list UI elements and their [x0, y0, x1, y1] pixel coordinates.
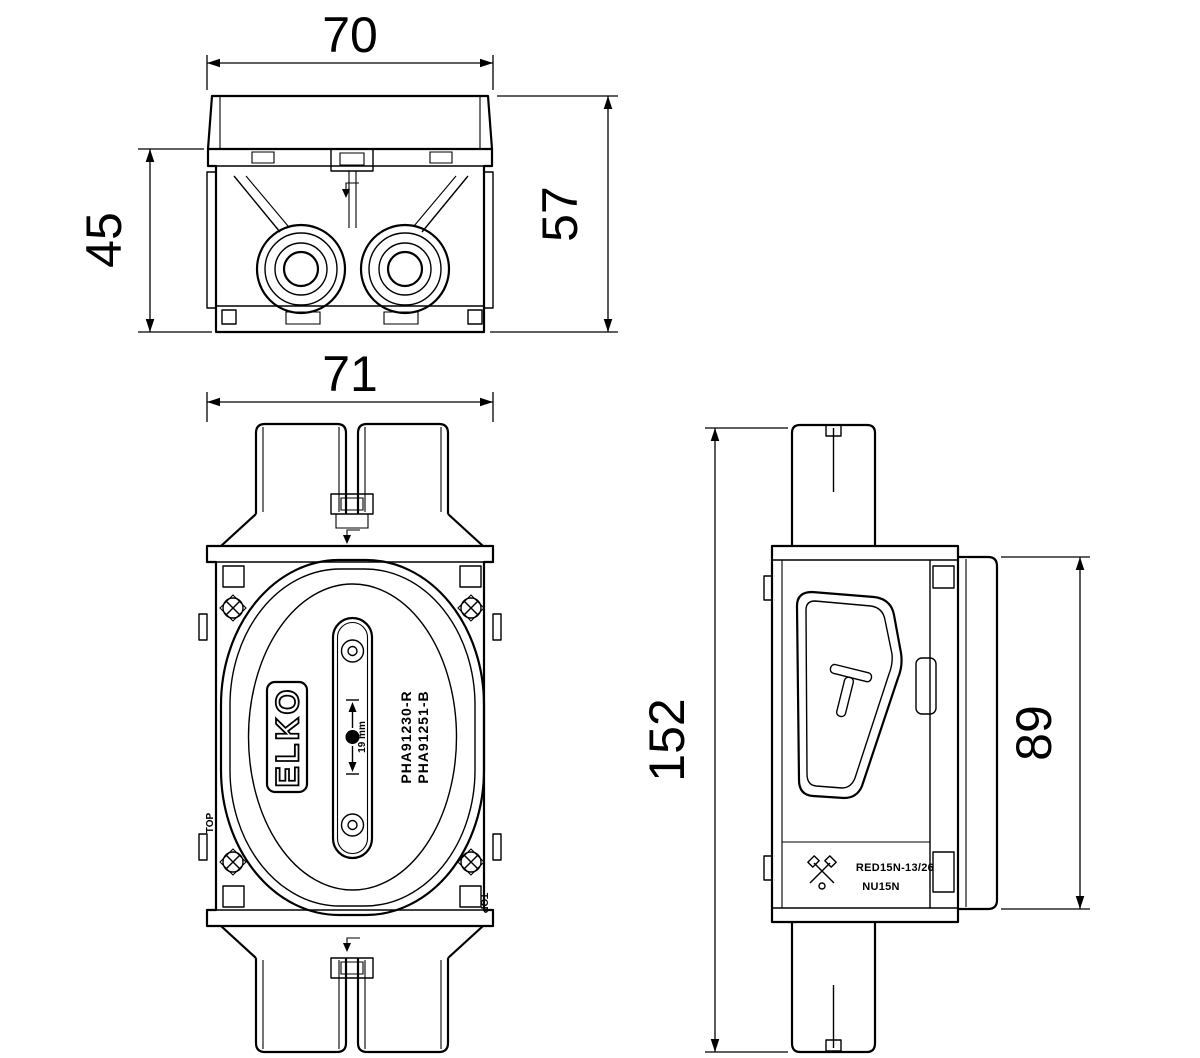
tool-icon [820, 664, 873, 722]
top-view [207, 96, 493, 332]
screw-icon [458, 849, 484, 875]
dimension-top-width: 70 [207, 7, 493, 90]
screw-icon [458, 595, 484, 621]
part-number-1: PHA91230-R [398, 690, 414, 783]
top-marking-right: TOP [478, 893, 489, 914]
dimension-label-57: 57 [532, 186, 588, 242]
arrow-marker-icon [343, 938, 360, 952]
oval-cover [221, 560, 484, 915]
side-model-label-1: RED15N-13/26 [856, 862, 934, 874]
cable-gland-icon [361, 225, 449, 313]
elko-logo-text: ELKO [270, 687, 306, 788]
side-model-label-2: NU15N [862, 881, 900, 893]
dimension-top-height-45: 45 [76, 149, 212, 332]
cable-gland-icon [257, 225, 345, 313]
dimension-side-height: 89 [1001, 557, 1090, 909]
arrow-marker-icon [343, 530, 360, 544]
depth-indicator: 19 mm [333, 618, 372, 858]
front-view: ELKO 19 mm PHA91230-R PHA91251-B TOP TOP [199, 424, 501, 1052]
top-marking-left: TOP [205, 812, 216, 833]
dimension-top-height-57: 57 [490, 96, 618, 332]
screw-icon [220, 595, 246, 621]
depth-label: 19 mm [357, 721, 368, 753]
certification-mark-icon [808, 856, 836, 889]
screw-icon [220, 849, 246, 875]
arrow-marker-icon [342, 183, 359, 198]
dimension-label-89: 89 [1006, 705, 1062, 761]
side-view: RED15N-13/26 NU15N [764, 425, 997, 1052]
dimension-label-152: 152 [639, 698, 695, 781]
brand-logo: ELKO [267, 682, 307, 792]
dimension-label-45: 45 [76, 212, 132, 268]
dimension-label-70: 70 [322, 7, 378, 63]
dimension-overall-height: 152 [639, 428, 788, 1052]
part-number-2: PHA91251-B [415, 690, 431, 783]
dimension-label-71: 71 [322, 346, 378, 402]
dimension-front-width: 71 [207, 346, 493, 422]
